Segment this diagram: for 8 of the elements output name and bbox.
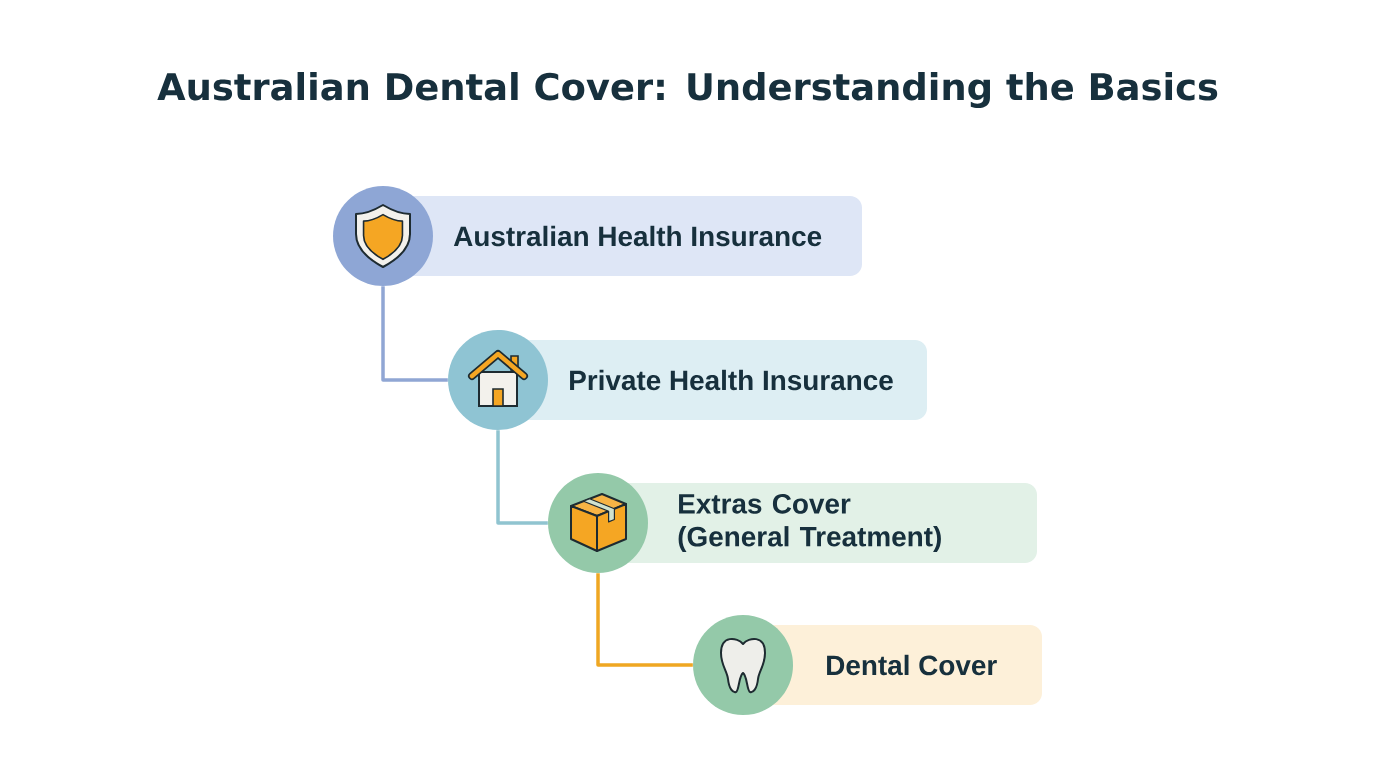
label-box: Dental Cover — [768, 625, 1042, 705]
connector-line — [596, 573, 693, 667]
connector-line — [381, 286, 448, 382]
label-box: Private Health Insurance — [523, 340, 927, 420]
label-box: Extras Cover (General Treatment) — [623, 483, 1037, 563]
label-box: Australian Health Insurance — [408, 196, 862, 276]
title: Australian Dental Cover: Understanding the Basics — [157, 72, 1218, 108]
connector-line — [496, 430, 548, 525]
